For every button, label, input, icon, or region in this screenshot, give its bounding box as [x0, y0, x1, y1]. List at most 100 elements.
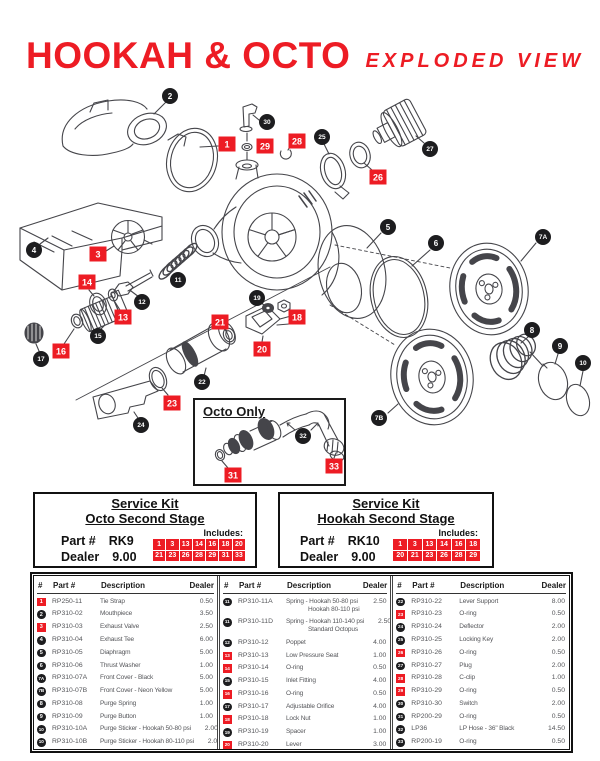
table-header-cell: #	[38, 581, 43, 590]
part-badge: 27	[396, 661, 405, 671]
includes-chip: 23	[166, 550, 179, 561]
part-badge: 15	[222, 677, 232, 686]
part-badge: 30	[396, 699, 405, 709]
dealer-price: 2.00	[551, 635, 565, 643]
part-number: RP310-10B	[52, 738, 88, 746]
part-number: RP250-11	[52, 597, 83, 605]
includes-chip: 31	[219, 550, 232, 561]
includes-chip: 16	[206, 539, 219, 550]
includes-chip: 1	[152, 539, 166, 550]
part-number: RP310-11D	[237, 618, 273, 626]
part-badge: 17	[222, 702, 232, 712]
includes-chip: 21	[152, 550, 166, 561]
dealer-price: 0.50	[551, 610, 565, 618]
part-badge: 33	[396, 738, 405, 747]
page-title: HOOKAH & OCTO	[26, 35, 351, 76]
part-number: RP310-02	[52, 610, 83, 618]
dealer-value: 9.00	[112, 550, 137, 564]
table-header-cell: #	[397, 581, 402, 590]
part-number: RP310-14	[237, 664, 269, 672]
dealer-price: 2.00	[551, 661, 565, 669]
table-header-cell: Dealer	[362, 581, 388, 590]
part-number: RP310-15	[237, 677, 269, 685]
part-number: RP310-29	[411, 687, 442, 695]
dealer-label: Dealer	[61, 550, 100, 564]
dealer-price: 3.50	[199, 610, 213, 618]
includes-chip: 13	[422, 539, 437, 550]
part-badge: 26	[396, 648, 405, 658]
part-description: Front Cover - Black	[100, 674, 154, 682]
kit-titles: Service Kit Octo Second Stage	[35, 494, 255, 526]
includes-chip: 3	[166, 539, 179, 550]
part-number: RP310-24	[411, 623, 442, 631]
dealer-price: 1.00	[373, 715, 387, 723]
dealer-price: 0.50	[551, 648, 565, 656]
part-badge: 25	[396, 635, 405, 645]
table-header-cell: Dealer	[189, 581, 214, 590]
part-description: Diaphragm	[100, 648, 131, 656]
part-description-line2: Hookah 80-110 psi	[307, 605, 360, 613]
part-badge: 19	[222, 728, 232, 737]
part-badge: 5	[37, 648, 46, 658]
includes-chip: 14	[192, 539, 206, 550]
part-description: Purge Button	[100, 712, 137, 720]
part-badge: 31	[396, 712, 405, 722]
table-header-cell: Description	[286, 581, 331, 590]
part-badge: 20	[222, 741, 232, 749]
includes-chip: 26	[437, 550, 451, 561]
part-number-value: RK9	[108, 534, 134, 548]
part-description: O-ring	[459, 738, 477, 746]
part-badge: 1	[37, 597, 46, 607]
dealer-price: 14.50	[547, 725, 565, 733]
part-number: RP310-07B	[52, 687, 88, 695]
part-badge: 13	[222, 651, 232, 661]
kit-part-dealer: Part # RK9 Dealer 9.00	[61, 533, 137, 565]
part-number: RP310-28	[411, 674, 442, 682]
part-number-label: Part #	[61, 534, 96, 548]
dealer-price: 4.00	[373, 677, 387, 685]
dealer-price: 5.00	[199, 687, 213, 695]
dealer-price: 2.50	[199, 623, 213, 631]
part-badge: 6	[37, 661, 46, 671]
dealer-price: 1.00	[551, 674, 565, 682]
dealer-price: 2.50	[373, 597, 387, 605]
part-badge: 4	[37, 635, 46, 645]
part-badge: 10	[37, 725, 46, 734]
part-number: RP200-29	[411, 712, 442, 720]
table-header-cell: Description	[101, 581, 146, 590]
dealer-price: 2.50	[377, 618, 391, 626]
part-description: C-clip	[459, 674, 476, 682]
includes-chip: 13	[179, 539, 192, 550]
part-number-value: RK10	[347, 534, 380, 548]
part-number-label: Part #	[300, 534, 335, 548]
includes-chip: 21	[408, 550, 422, 561]
includes-chip: 20	[232, 539, 245, 550]
part-description: Deflector	[459, 623, 484, 631]
part-number: LP36	[411, 725, 428, 733]
part-badge: 8	[37, 699, 46, 709]
table-header-cell: Dealer	[541, 581, 566, 590]
dealer-price: 5.00	[199, 674, 213, 682]
part-description: O-ring	[459, 610, 477, 618]
part-description: Poppet	[285, 638, 306, 646]
part-description: Purge Spring	[100, 699, 137, 707]
